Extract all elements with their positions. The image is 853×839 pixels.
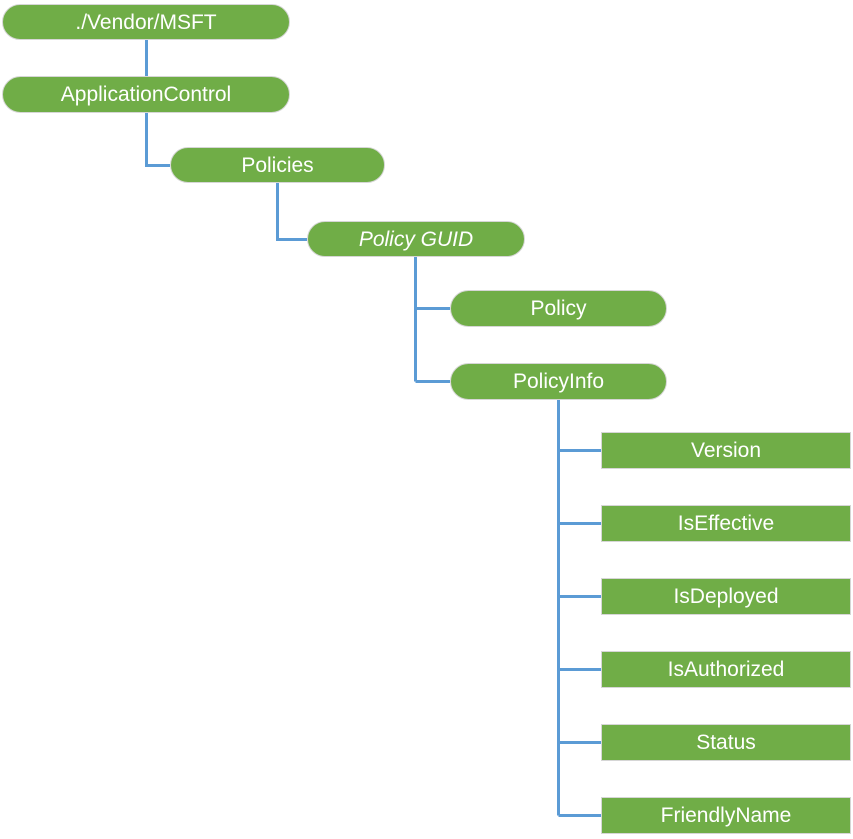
node-policy-info: PolicyInfo [450,363,667,400]
connector-policies-policyguid [276,183,307,241]
node-version: Version [601,432,851,469]
node-application-control: ApplicationControl [2,76,290,113]
node-status: Status [601,724,851,761]
node-policy-guid: Policy GUID [307,221,525,257]
node-policy: Policy [450,290,667,327]
node-is-authorized: IsAuthorized [601,651,851,688]
node-policies: Policies [170,147,385,183]
node-is-effective: IsEffective [601,505,851,542]
connector-appcontrol-policies [145,113,170,167]
node-vendor-msft: ./Vendor/MSFT [2,4,290,40]
node-is-deployed: IsDeployed [601,578,851,615]
node-friendly-name: FriendlyName [601,797,851,834]
